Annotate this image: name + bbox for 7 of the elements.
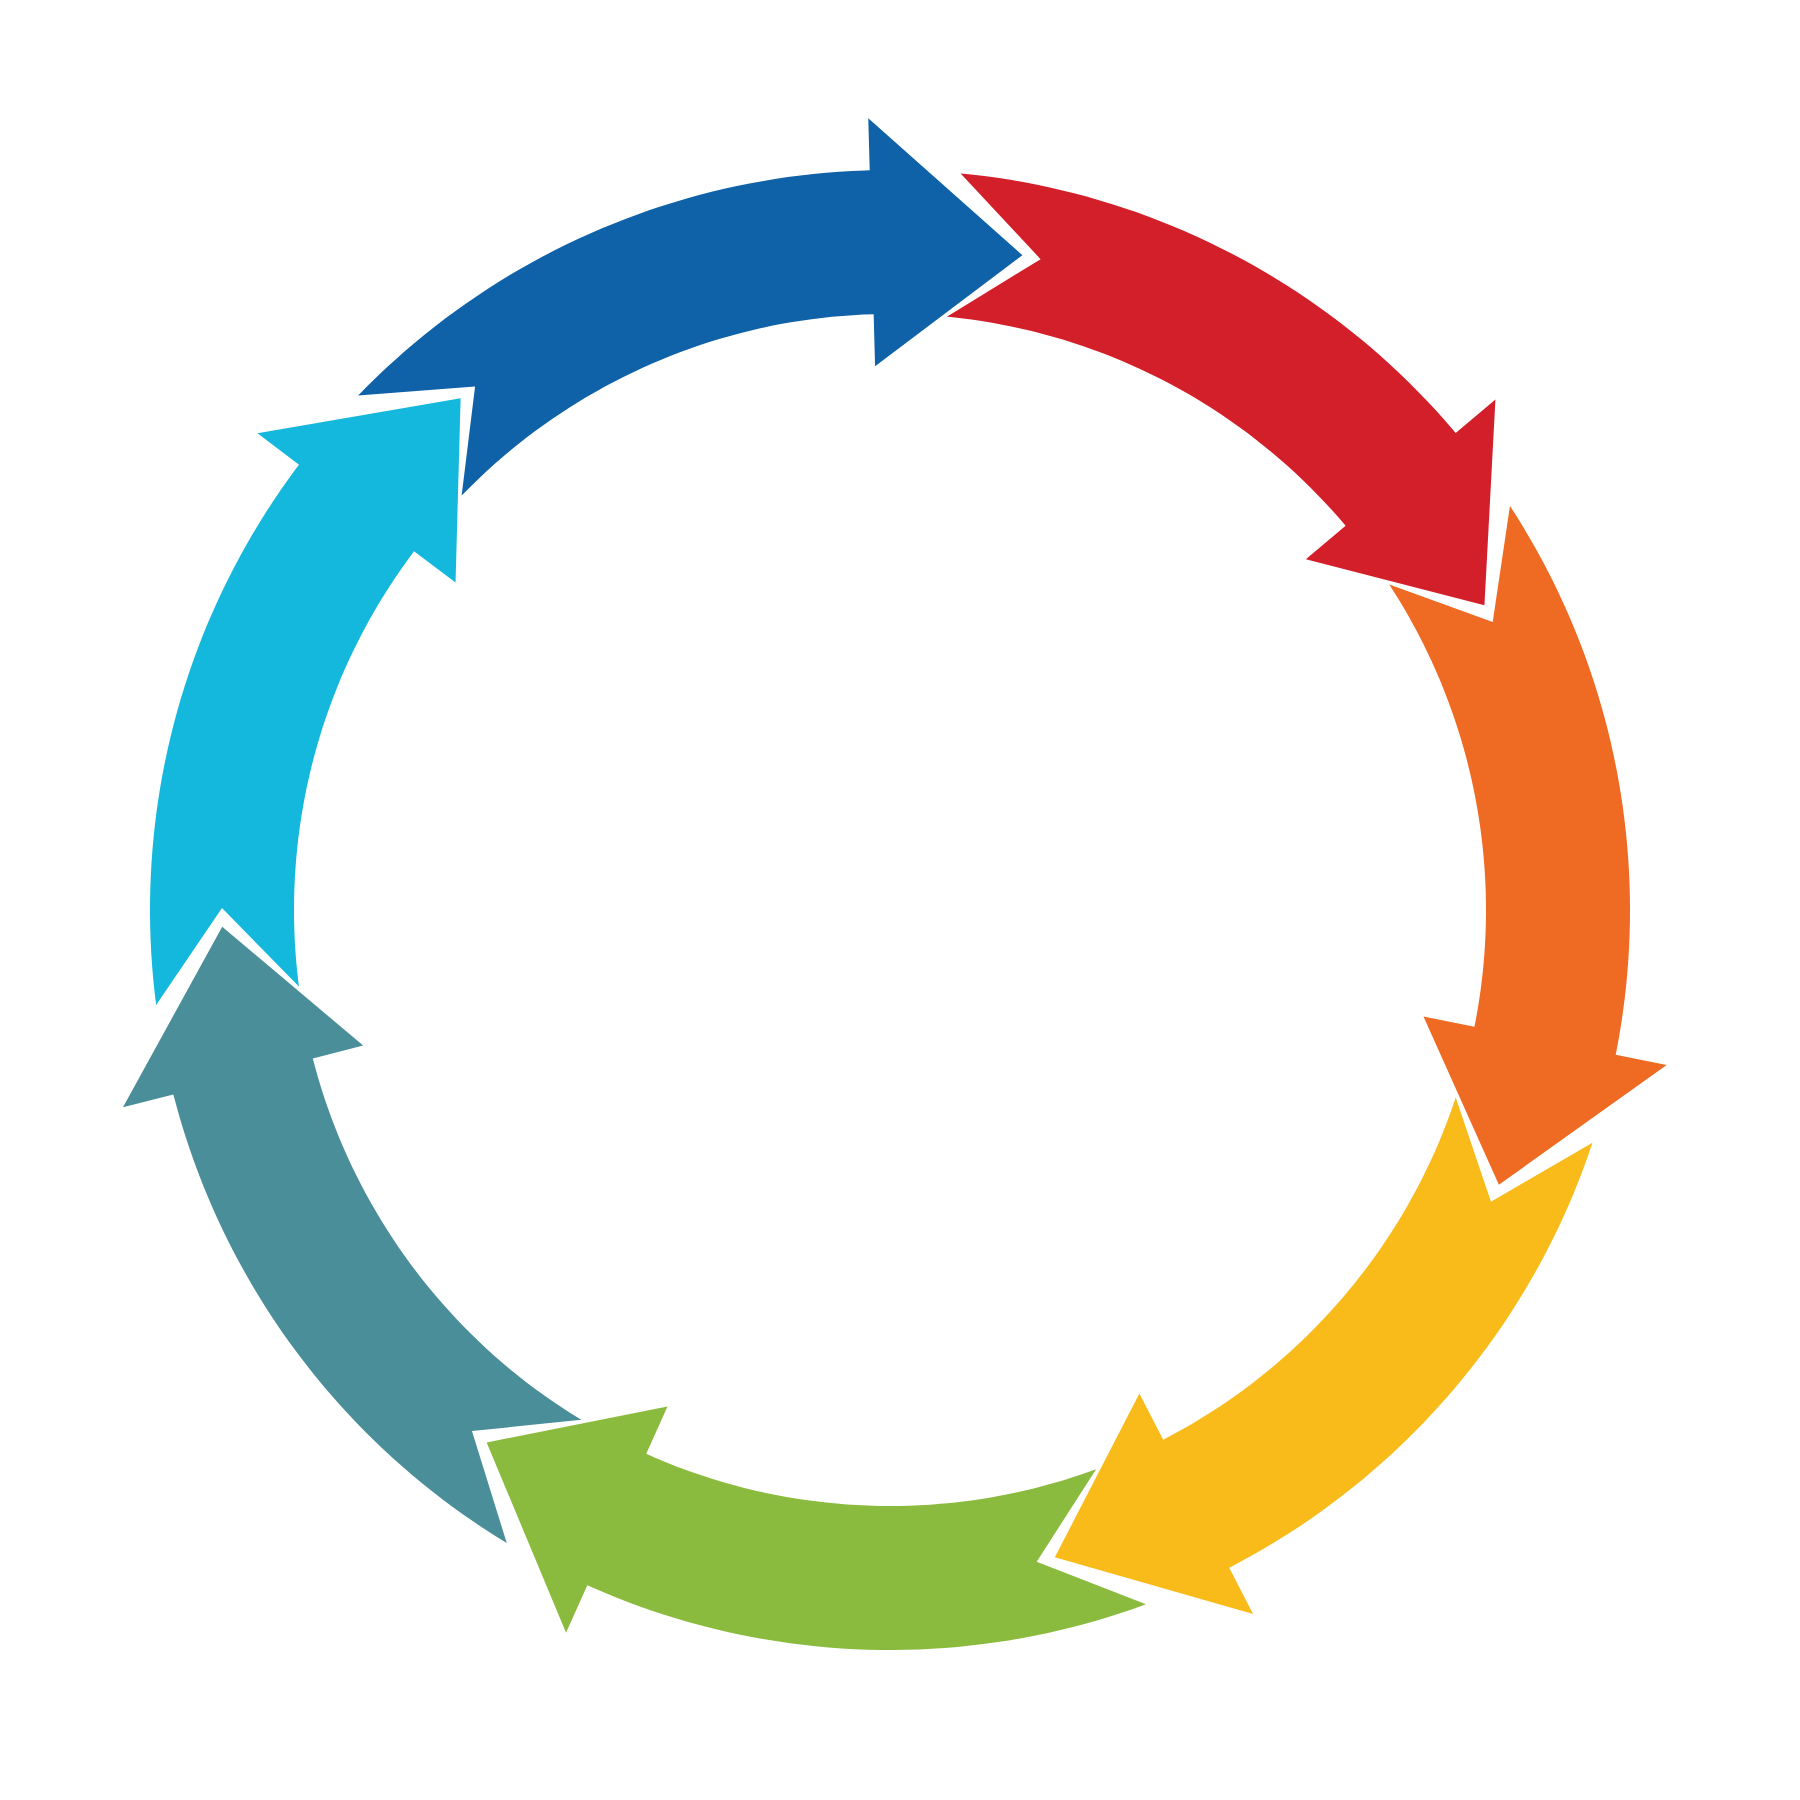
arrow-shape	[1054, 1097, 1593, 1614]
arrow-shape	[486, 1406, 1146, 1650]
arrow-shape	[358, 118, 1023, 496]
arrow-shape	[946, 173, 1496, 606]
arrow-shape	[123, 926, 582, 1543]
arrow-shape	[150, 398, 461, 1006]
arrow-shape	[1389, 505, 1667, 1185]
